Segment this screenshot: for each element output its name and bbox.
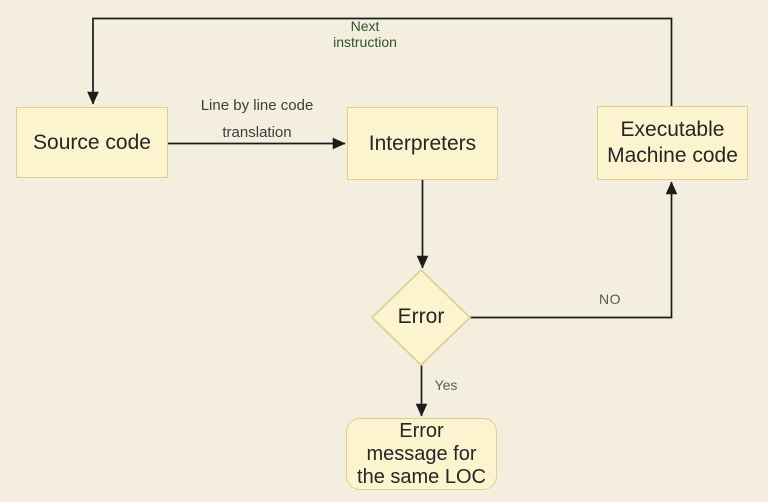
node-interpreters: Interpreters [347, 107, 498, 180]
edge-label-next-instruction: Next instruction [333, 18, 397, 50]
node-executable-machine-code: Executable Machine code [597, 106, 748, 180]
node-source-code: Source code [16, 107, 168, 178]
decision-error-label: Error [397, 305, 445, 328]
edge-label-line-by-line-translation: Line by line code translation [200, 97, 314, 141]
decision-error-shape [370, 268, 472, 367]
edge-label-no: NO [599, 291, 621, 307]
edge-next-instruction-loop [87, 17, 673, 106]
node-error-message: Error message for the same LOC [346, 418, 497, 490]
edge-no-branch [470, 181, 678, 319]
edge-label-yes: Yes [434, 377, 458, 393]
